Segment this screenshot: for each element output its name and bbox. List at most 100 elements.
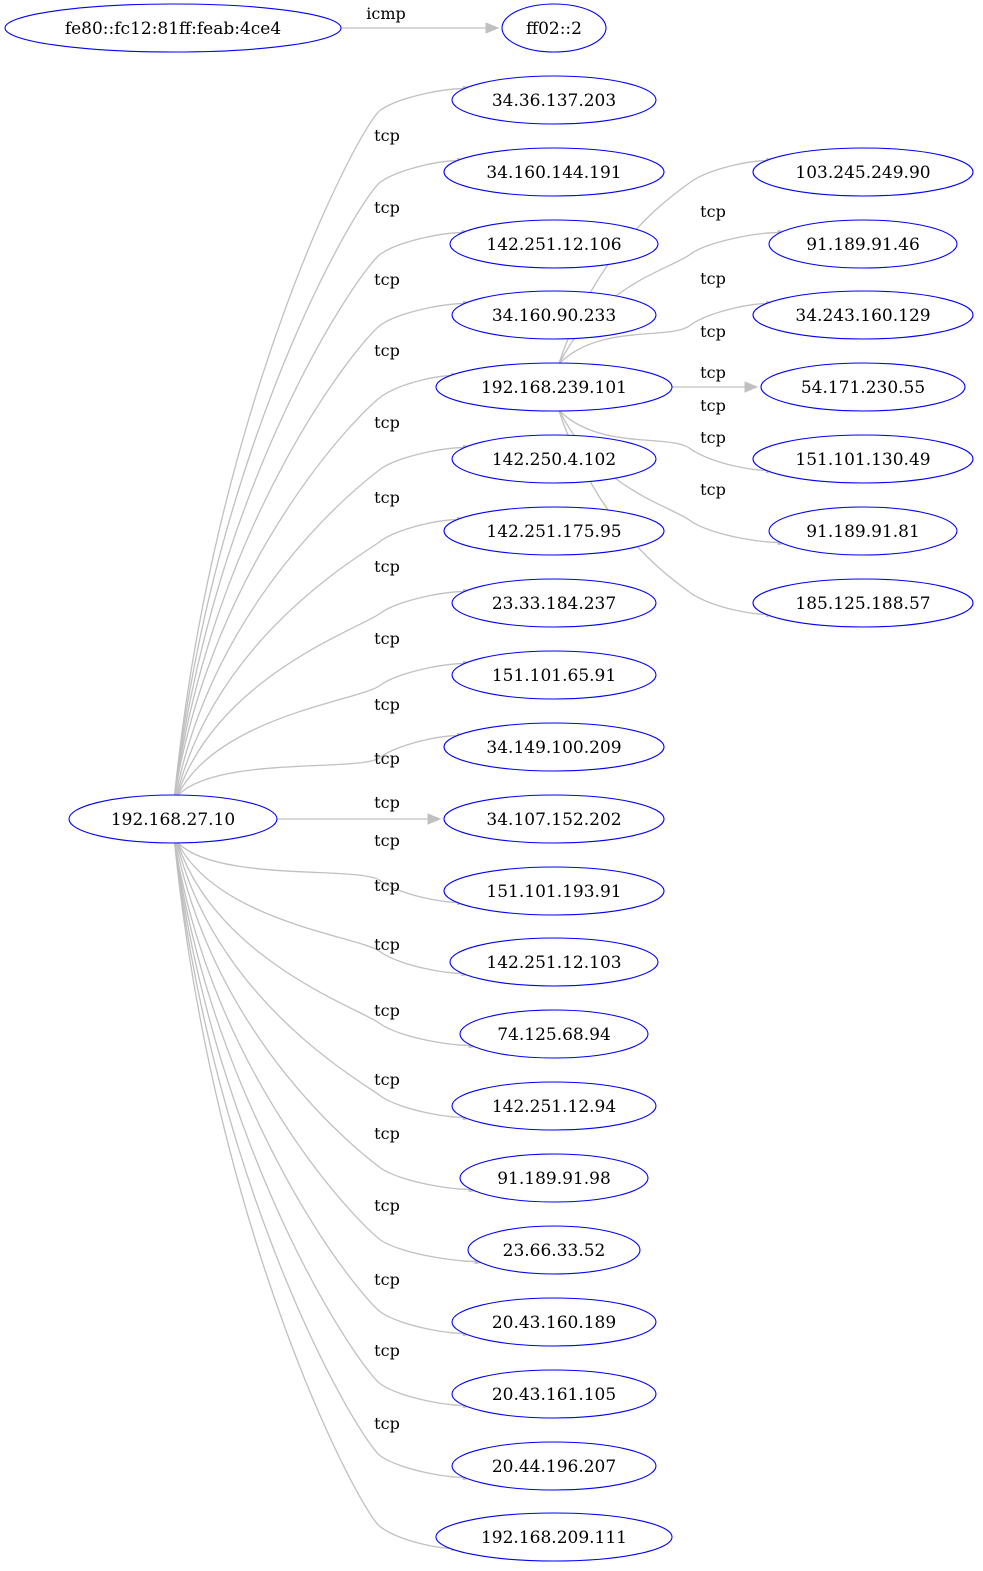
node-ellipse <box>459 1153 649 1203</box>
node-d19[interactable]: 20.43.161.105 <box>451 1369 657 1419</box>
node-h6[interactable]: 91.189.91.81 <box>768 506 958 556</box>
edge-label: tcp <box>374 1196 400 1215</box>
edge-label: tcp <box>374 1001 400 1020</box>
edge-line <box>173 303 472 796</box>
node-d14[interactable]: 74.125.68.94 <box>459 1009 649 1059</box>
node-label: 151.101.65.91 <box>492 666 616 686</box>
edge-line <box>177 842 471 974</box>
node-ellipse <box>459 1009 649 1059</box>
node-d02[interactable]: 34.160.144.191 <box>443 147 665 197</box>
node-d03[interactable]: 142.251.12.106 <box>449 219 659 269</box>
edge-line <box>558 160 775 364</box>
edge-line <box>173 375 460 796</box>
node-label: 34.107.152.202 <box>486 810 621 830</box>
edge-line <box>176 519 466 796</box>
edge-line <box>173 160 466 796</box>
node-ellipse <box>435 1512 673 1562</box>
edge-hub-to-h4: tcp <box>672 363 759 393</box>
edge-label: tcp <box>374 793 400 812</box>
node-label: 151.101.130.49 <box>795 450 930 470</box>
node-d07[interactable]: 142.251.175.95 <box>443 506 665 556</box>
edge-label: tcp <box>700 480 726 499</box>
node-h2[interactable]: 91.189.91.46 <box>768 219 958 269</box>
edge-label: tcp <box>700 202 726 221</box>
node-ellipse <box>768 506 958 556</box>
node-h7[interactable]: 185.125.188.57 <box>752 578 974 628</box>
node-h5[interactable]: 151.101.130.49 <box>752 434 974 484</box>
edge-src-to-d12: tcp <box>177 831 471 906</box>
node-ellipse <box>443 794 665 844</box>
node-d15[interactable]: 142.251.12.94 <box>451 1081 657 1131</box>
edge-line <box>175 842 478 1191</box>
nodes-layer: fe80::fc12:81ff:feab:4ce4 ff02::2192.168.… <box>4 3 974 1562</box>
node-ellipse <box>443 866 665 916</box>
node-ellipse <box>451 75 657 125</box>
edge-label: tcp <box>374 695 400 714</box>
node-ellipse <box>68 794 278 844</box>
node-hub[interactable]: 192.168.239.101 <box>435 362 673 412</box>
edge-label: tcp <box>374 749 400 768</box>
node-src[interactable]: 192.168.27.10 <box>68 794 278 844</box>
edge-label: icmp <box>366 4 406 23</box>
node-label: 20.43.161.105 <box>492 1385 616 1405</box>
edge-line <box>175 447 472 796</box>
edge-line <box>559 410 775 471</box>
node-label: 192.168.27.10 <box>111 810 235 830</box>
arrowhead <box>485 22 500 34</box>
node-ellipse <box>752 434 974 484</box>
edge-label: tcp <box>374 198 400 217</box>
edge-label: tcp <box>374 935 400 954</box>
edge-src-to-d17: tcp <box>173 842 489 1265</box>
edge-src-to-d19: tcp <box>173 842 477 1409</box>
node-ellipse <box>752 147 974 197</box>
edge-label: tcp <box>374 1341 400 1360</box>
node-ellipse <box>451 578 657 628</box>
edge-src-to-d10: tcp <box>177 732 471 796</box>
node-label: 20.43.160.189 <box>492 1313 616 1333</box>
edge-src-to-d04: tcp <box>173 300 477 796</box>
node-label: 142.251.12.106 <box>486 235 621 255</box>
node-ellipse <box>752 290 974 340</box>
node-d12[interactable]: 151.101.193.91 <box>443 866 665 916</box>
node-d08[interactable]: 23.33.184.237 <box>451 578 657 628</box>
node-d13[interactable]: 142.251.12.103 <box>449 937 659 987</box>
node-label: 185.125.188.57 <box>795 594 930 614</box>
node-d10[interactable]: 34.149.100.209 <box>443 722 665 772</box>
node-h4[interactable]: 54.171.230.55 <box>760 362 966 412</box>
edge-line <box>177 663 472 796</box>
edge-line <box>176 842 472 1118</box>
node-fe80[interactable]: fe80::fc12:81ff:feab:4ce4 <box>4 3 342 53</box>
node-ellipse <box>451 434 657 484</box>
node-d18[interactable]: 20.43.160.189 <box>451 1297 657 1347</box>
edge-label: tcp <box>374 876 400 895</box>
arrowhead <box>427 813 442 825</box>
edge-label: tcp <box>700 322 726 341</box>
node-d20[interactable]: 20.44.196.207 <box>451 1441 657 1491</box>
edge-line <box>173 88 472 796</box>
node-ellipse <box>4 3 342 53</box>
node-ellipse <box>449 219 659 269</box>
node-label: 91.189.91.98 <box>497 1169 611 1189</box>
node-ellipse <box>467 1225 641 1275</box>
edge-line <box>559 303 775 364</box>
node-label: 192.168.209.111 <box>481 1528 627 1548</box>
node-d06[interactable]: 142.250.4.102 <box>451 434 657 484</box>
node-d01[interactable]: 34.36.137.203 <box>451 75 657 125</box>
node-label: 103.245.249.90 <box>795 163 930 183</box>
node-label: 91.189.91.81 <box>806 522 920 542</box>
node-d17[interactable]: 23.66.33.52 <box>467 1225 641 1275</box>
node-h1[interactable]: 103.245.249.90 <box>752 147 974 197</box>
edge-src-to-d20: tcp <box>173 842 477 1481</box>
node-d16[interactable]: 91.189.91.98 <box>459 1153 649 1203</box>
node-d21[interactable]: 192.168.209.111 <box>435 1512 673 1562</box>
node-h3[interactable]: 34.243.160.129 <box>752 290 974 340</box>
node-ff02[interactable]: ff02::2 <box>501 3 607 53</box>
edge-label: tcp <box>374 1270 400 1289</box>
node-ellipse <box>451 650 657 700</box>
node-d11[interactable]: 34.107.152.202 <box>443 794 665 844</box>
node-label: 142.250.4.102 <box>492 450 616 470</box>
node-d04[interactable]: 34.160.90.233 <box>451 290 657 340</box>
node-d09[interactable]: 151.101.65.91 <box>451 650 657 700</box>
node-label: 74.125.68.94 <box>497 1025 611 1045</box>
